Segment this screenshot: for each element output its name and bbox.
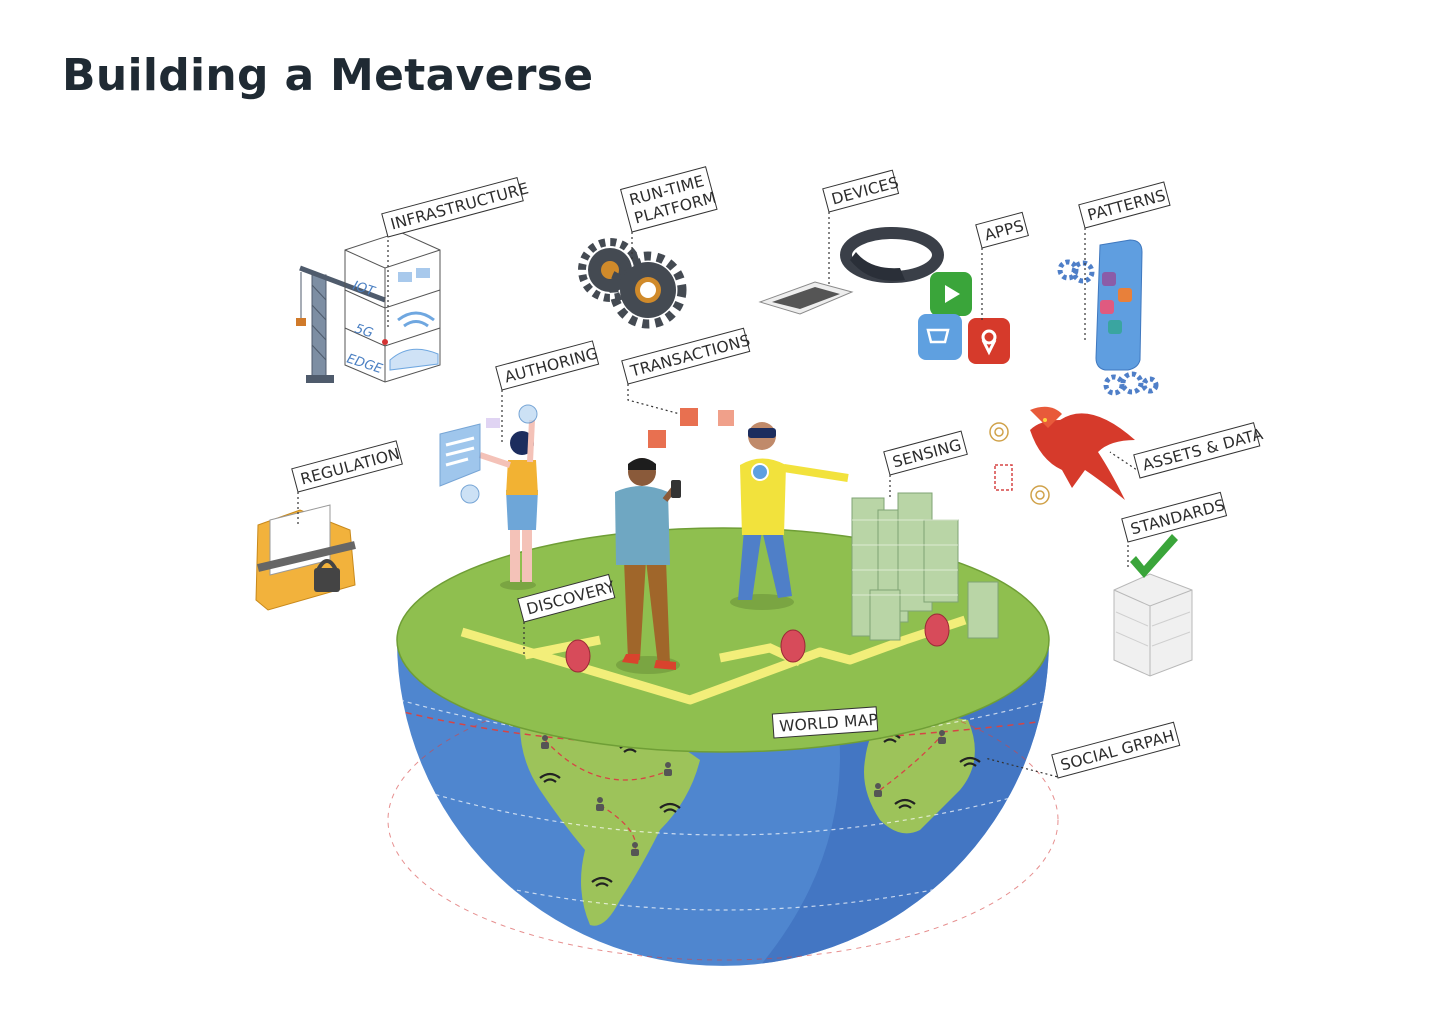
gear-icon [578, 238, 687, 329]
label-assets-data: ASSETS & DATA [1133, 422, 1265, 479]
label-authoring: AUTHORING [495, 340, 600, 391]
vr-headset-icon [840, 227, 944, 283]
globe-landmass-americas [520, 716, 700, 926]
infra-tag-iot: IOT [351, 279, 378, 300]
label-infrastructure: INFRASTRUCTURE [381, 176, 531, 238]
dragon-icon [1030, 406, 1135, 500]
infrastructure-contents [389, 268, 439, 371]
person-discovery [615, 458, 681, 674]
checkmark-icon [1130, 534, 1178, 578]
label-regulation: REGULATION [291, 440, 403, 493]
asset-glyphs [989, 422, 1050, 505]
label-runtime-platform: RUN-TIME PLATFORM [619, 166, 718, 233]
infra-tag-5g: 5G [353, 322, 375, 342]
svg-text:STANDARDS: STANDARDS [1129, 496, 1227, 538]
regulation-folder-icon [255, 504, 356, 611]
user-icon [541, 730, 946, 856]
egg-icon [565, 613, 950, 673]
standards-stack-icon [1113, 573, 1193, 677]
authoring-panels [439, 404, 538, 504]
person-vr [730, 422, 849, 610]
person-authoring [479, 419, 538, 590]
page-title: Building a Metaverse [62, 50, 594, 101]
gear-icon [1057, 259, 1159, 396]
transaction-cubes [648, 408, 734, 448]
label-social-graph: SOCIAL GRPAH [1051, 721, 1181, 779]
label-apps: APPS [975, 211, 1029, 249]
label-devices: DEVICES [822, 169, 901, 213]
label-sensing: SENSING [883, 430, 968, 476]
label-transactions: TRANSACTIONS [621, 327, 752, 385]
app-icons [918, 272, 1010, 364]
city-buildings [851, 492, 999, 641]
label-standards: STANDARDS [1121, 491, 1228, 543]
label-patterns: PATTERNS [1078, 181, 1171, 229]
platform-path [460, 615, 967, 705]
label-world-map: WORLD MAP [771, 706, 879, 739]
globe-landmass-africa [864, 716, 975, 834]
device-phone-icon [758, 281, 854, 315]
infrastructure-crane [296, 265, 386, 383]
patterns-phone-icon [1095, 239, 1143, 371]
svg-text:AUTHORING: AUTHORING [503, 344, 600, 386]
